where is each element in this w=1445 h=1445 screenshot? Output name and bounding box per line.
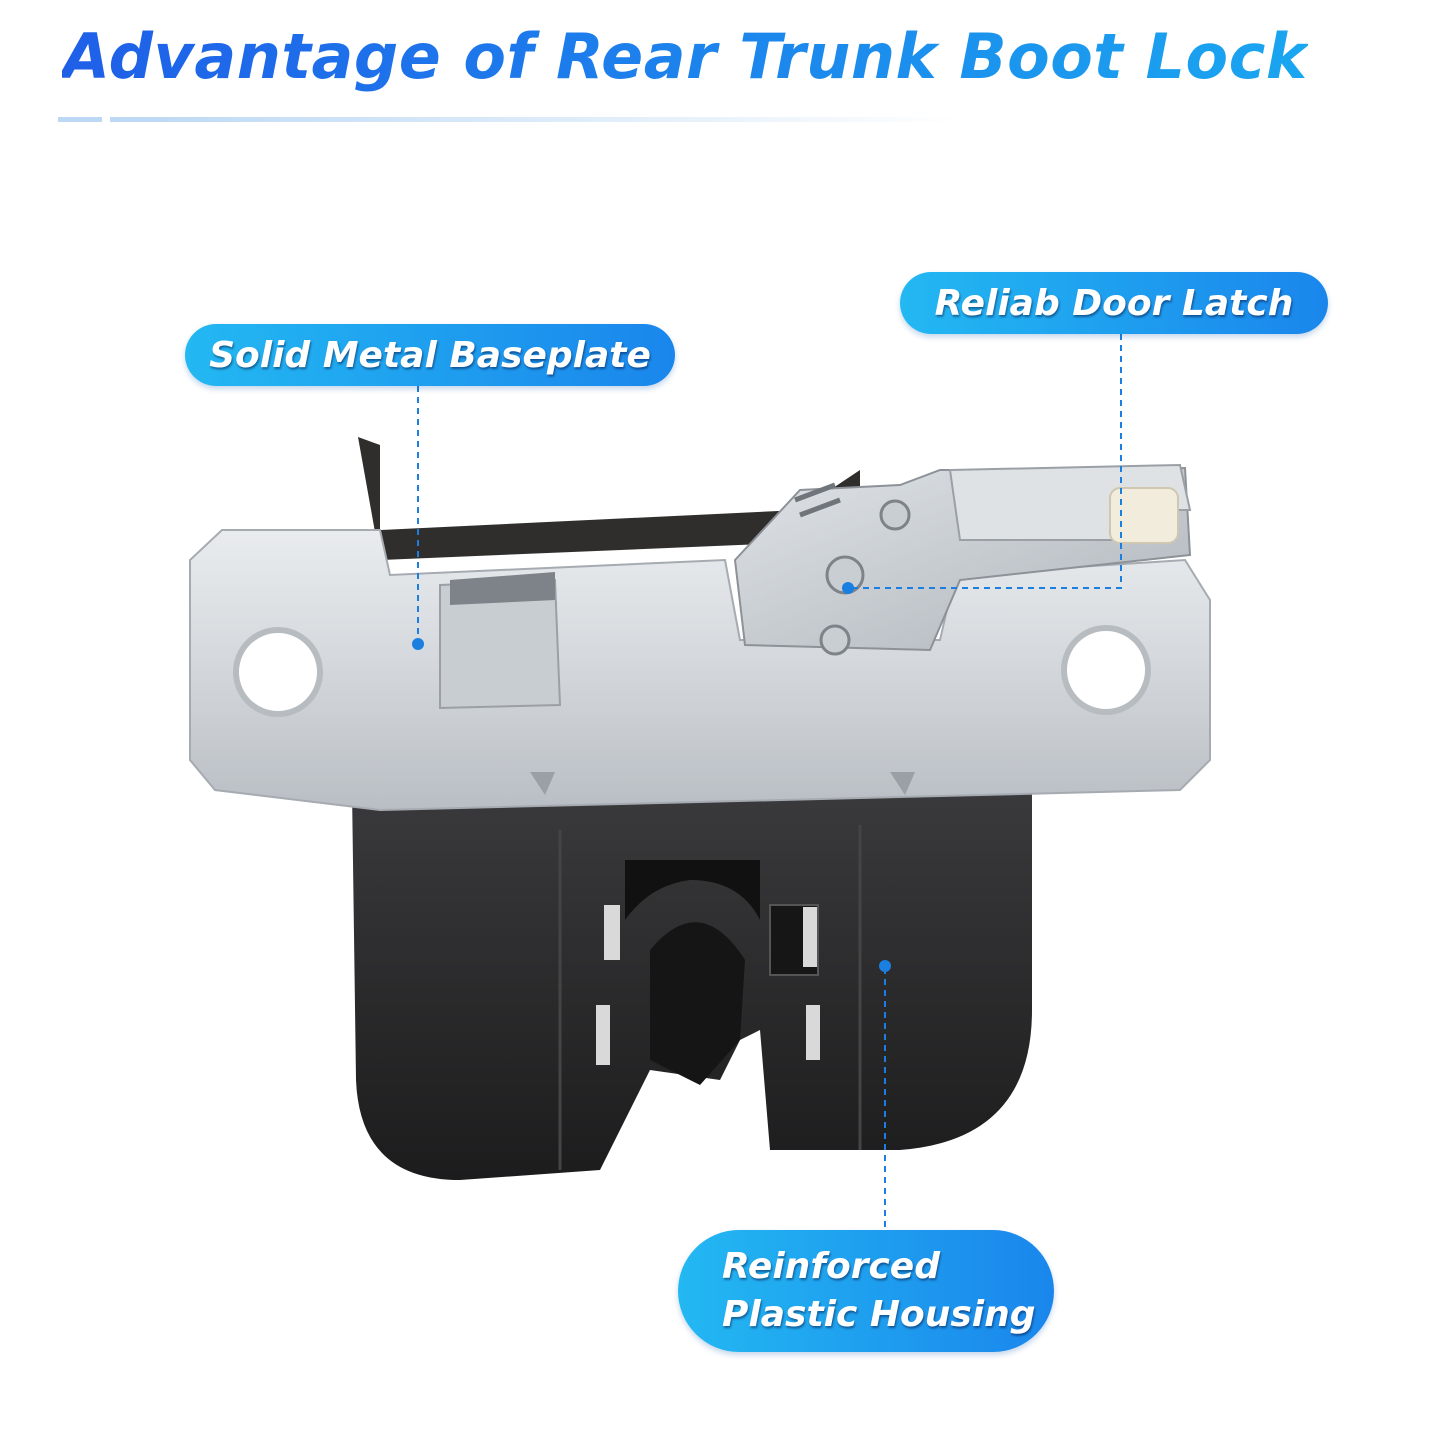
housing-slot [625,860,760,920]
callout-baseplate-label: Solid Metal Baseplate [209,334,651,376]
callout-solid-metal-baseplate: Solid Metal Baseplate [185,324,675,386]
latch-leader-dot [842,582,854,594]
callout-housing-label-line1: Reinforced [722,1246,940,1287]
page-title: Advantage of Rear Trunk Boot Lock [62,20,1308,93]
baseplate-rivet-1 [530,772,555,795]
housing-clip-1 [604,905,620,960]
latch-jaw [650,922,745,1085]
baseplate-bracket [450,572,555,605]
callout-housing-label-line2: Plastic Housing [722,1294,1036,1335]
metal-baseplate [189,529,1211,812]
latch-pivot-bottom [819,624,851,656]
housing-leader-dot [879,960,891,972]
callout-latch-label: Reliab Door Latch [934,282,1294,324]
baseplate-rivet-2 [890,772,915,795]
housing-clip-5 [806,1005,820,1060]
mount-hole-right [1061,625,1151,715]
latch-leader-line [850,334,1122,589]
latch-pivot-top [879,499,911,531]
mount-hole-left [233,627,323,717]
housing-clip-4 [803,907,817,967]
callout-reinforced-plastic-housing: Reinforced Plastic Housing [678,1230,1054,1352]
latch-spring [794,482,841,518]
baseplate-leader-dot [412,638,424,650]
rear-housing-strip [358,437,860,560]
callout-reliab-door-latch: Reliab Door Latch [900,272,1328,334]
title-underline-long [110,117,960,122]
latch-bumper [1109,487,1179,544]
housing-clip-2 [596,1005,610,1065]
title-underline-short [58,117,102,122]
